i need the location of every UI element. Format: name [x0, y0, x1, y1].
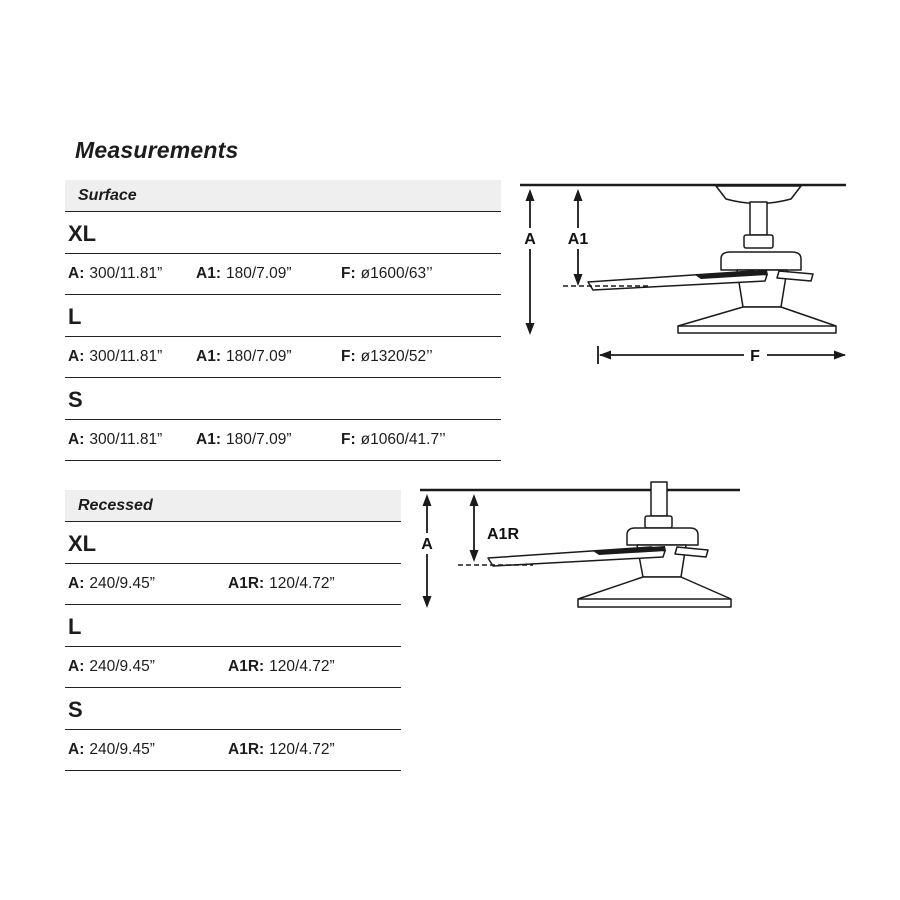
- spec-a-value: 300/11.81”: [89, 265, 163, 282]
- spec-f-value: ø1060/41.7’’: [360, 431, 446, 448]
- spec-a-label: A:: [68, 741, 85, 758]
- dimension-arrow-a: A: [418, 494, 436, 608]
- spec-a1-label: A1:: [196, 431, 221, 448]
- spec-f-value: ø1320/52’’: [360, 348, 433, 365]
- spec-a1r: A1R:120/4.72”: [228, 658, 335, 676]
- recessed-table: Recessed XL A:240/9.45” A1R:120/4.72” L …: [65, 490, 401, 771]
- spec-a1-label: A1:: [196, 265, 221, 282]
- size-label: L: [68, 614, 82, 639]
- recessed-spec-row-xl: A:240/9.45” A1R:120/4.72”: [65, 564, 401, 605]
- spec-a1-value: 180/7.09”: [225, 265, 292, 282]
- spec-a1: A1:180/7.09”: [196, 265, 341, 283]
- spec-a1r-label: A1R:: [228, 575, 265, 592]
- surface-spec-row-xl: A:300/11.81” A1:180/7.09” F:ø1600/63’’: [65, 254, 501, 295]
- spec-a1: A1:180/7.09”: [196, 431, 341, 449]
- spec-a-label: A:: [68, 658, 85, 675]
- spec-a1-label: A1:: [196, 348, 221, 365]
- dimension-label-a: A: [524, 231, 536, 248]
- spec-a: A:240/9.45”: [68, 575, 228, 593]
- spec-a-value: 300/11.81”: [89, 348, 163, 365]
- surface-size-row-l: L: [65, 295, 501, 337]
- spec-a1-value: 180/7.09”: [225, 348, 292, 365]
- spec-f: F:ø1320/52’’: [341, 348, 433, 366]
- size-label: S: [68, 387, 83, 412]
- spec-a: A:240/9.45”: [68, 741, 228, 759]
- spec-a1r-value: 120/4.72”: [269, 741, 335, 758]
- recessed-mount-diagram: A A1R: [418, 481, 740, 608]
- recessed-spec-row-l: A:240/9.45” A1R:120/4.72”: [65, 647, 401, 688]
- spec-a1r-value: 120/4.72”: [269, 575, 335, 592]
- recessed-table-header: Recessed: [65, 490, 401, 522]
- spec-a-value: 240/9.45”: [89, 658, 155, 675]
- spec-a-label: A:: [68, 575, 85, 592]
- recessed-size-row-l: L: [65, 605, 401, 647]
- surface-fan-illustration: [587, 185, 837, 334]
- surface-size-row-xl: XL: [65, 212, 501, 254]
- dimension-label-a1r: A1R: [487, 526, 519, 543]
- recessed-size-row-xl: XL: [65, 522, 401, 564]
- spec-a-label: A:: [68, 265, 85, 282]
- spec-a1r: A1R:120/4.72”: [228, 741, 335, 759]
- surface-table: Surface XL A:300/11.81” A1:180/7.09” F:ø…: [65, 180, 501, 461]
- dimension-arrow-a1r: A1R: [469, 494, 519, 562]
- spec-a1: A1:180/7.09”: [196, 348, 341, 366]
- spec-a1-value: 180/7.09”: [225, 431, 292, 448]
- spec-a1r-label: A1R:: [228, 658, 265, 675]
- recessed-fan-illustration: [487, 481, 732, 608]
- size-label: L: [68, 304, 82, 329]
- surface-spec-row-s: A:300/11.81” A1:180/7.09” F:ø1060/41.7’’: [65, 420, 501, 461]
- spec-a-value: 240/9.45”: [89, 575, 155, 592]
- page-title: Measurements: [75, 137, 239, 163]
- surface-size-row-s: S: [65, 378, 501, 420]
- recessed-spec-row-s: A:240/9.45” A1R:120/4.72”: [65, 730, 401, 771]
- surface-mount-diagram: A A1 F: [520, 183, 846, 365]
- spec-a-label: A:: [68, 431, 85, 448]
- surface-table-header: Surface: [65, 180, 501, 212]
- recessed-header-label: Recessed: [78, 496, 153, 514]
- dimension-arrow-f: F: [597, 344, 846, 365]
- spec-f-label: F:: [341, 348, 356, 365]
- surface-spec-row-l: A:300/11.81” A1:180/7.09” F:ø1320/52’’: [65, 337, 501, 378]
- surface-header-label: Surface: [78, 186, 137, 204]
- spec-f: F:ø1600/63’’: [341, 265, 433, 283]
- spec-a: A:300/11.81”: [68, 348, 196, 366]
- dimension-label-a1: A1: [568, 231, 589, 248]
- spec-a-value: 240/9.45”: [89, 741, 155, 758]
- spec-a: A:300/11.81”: [68, 431, 196, 449]
- spec-f-label: F:: [341, 431, 356, 448]
- spec-f: F:ø1060/41.7’’: [341, 431, 446, 449]
- spec-a: A:300/11.81”: [68, 265, 196, 283]
- spec-a-value: 300/11.81”: [89, 431, 163, 448]
- spec-a: A:240/9.45”: [68, 658, 228, 676]
- spec-f-value: ø1600/63’’: [360, 265, 433, 282]
- dimension-label-a: A: [421, 536, 433, 553]
- dimension-label-f: F: [750, 348, 760, 365]
- spec-a1r: A1R:120/4.72”: [228, 575, 335, 593]
- spec-a1r-label: A1R:: [228, 741, 265, 758]
- size-label: XL: [68, 221, 97, 246]
- dimension-arrow-a1: A1: [564, 189, 592, 286]
- size-label: XL: [68, 531, 97, 556]
- dimension-arrow-a: A: [521, 189, 539, 335]
- spec-a-label: A:: [68, 348, 85, 365]
- size-label: S: [68, 697, 83, 722]
- recessed-size-row-s: S: [65, 688, 401, 730]
- spec-a1r-value: 120/4.72”: [269, 658, 335, 675]
- spec-f-label: F:: [341, 265, 356, 282]
